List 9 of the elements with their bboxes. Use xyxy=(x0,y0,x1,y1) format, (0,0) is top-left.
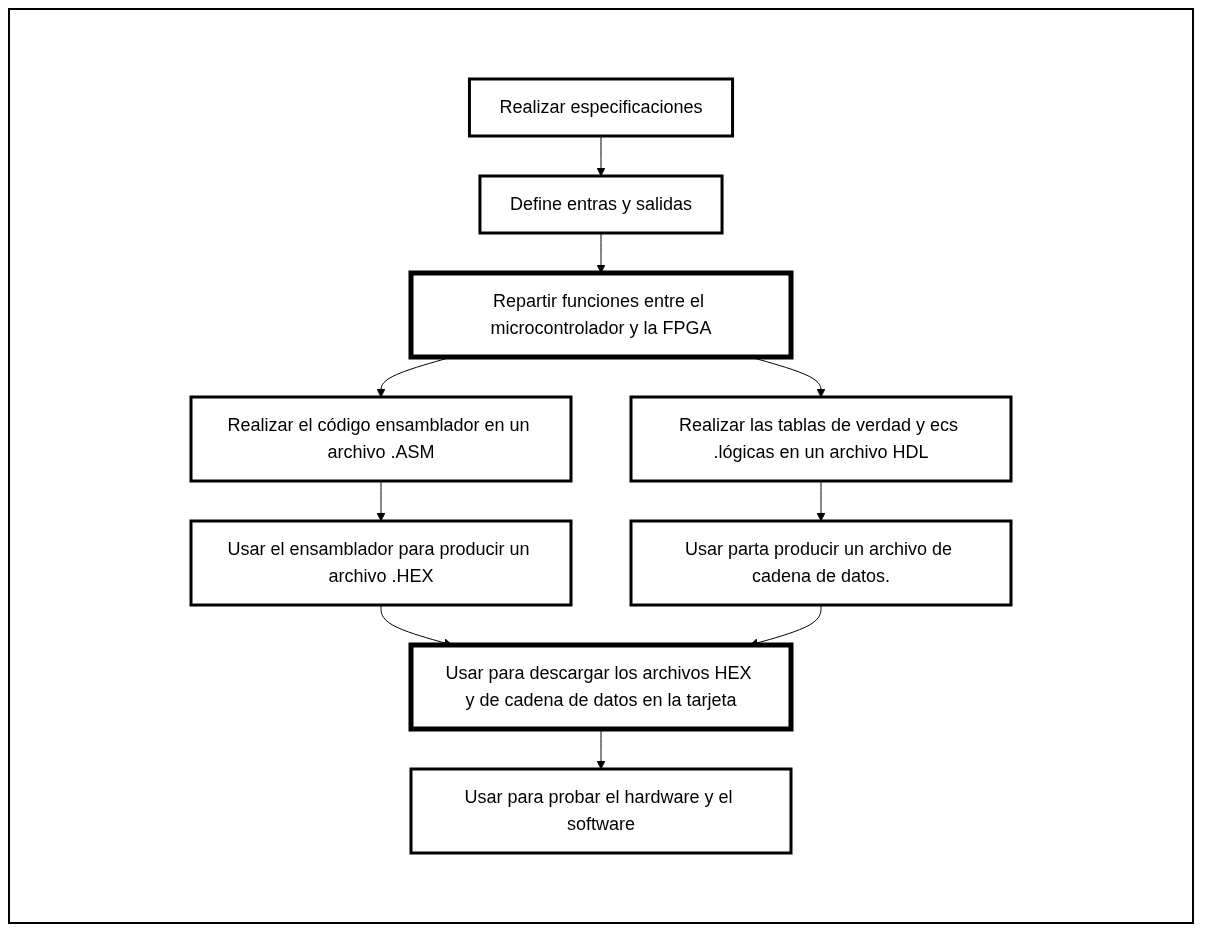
node-box: Usar el ensamblador para producir un archivo .HEX xyxy=(189,519,573,607)
node-box: Realizar el código ensamblador en un archivo .ASM xyxy=(189,395,573,483)
node-box: Realizar las tablas de verdad y ecs .lógicas en un archivo HDL xyxy=(629,395,1013,483)
node-box: Usar para descargar los archivos HEX y de cadena de datos en la tarjeta xyxy=(408,642,794,732)
node-box: Realizar especificaciones xyxy=(467,77,735,138)
node-box: Usar para probar el hardware y el software xyxy=(409,767,793,855)
node-box: Repartir funciones entre el microcontrolador y la FPGA xyxy=(408,270,794,360)
node-box: Define entras y salidas xyxy=(478,174,724,235)
node-box: Usar parta producir un archivo de cadena de datos. xyxy=(629,519,1013,607)
